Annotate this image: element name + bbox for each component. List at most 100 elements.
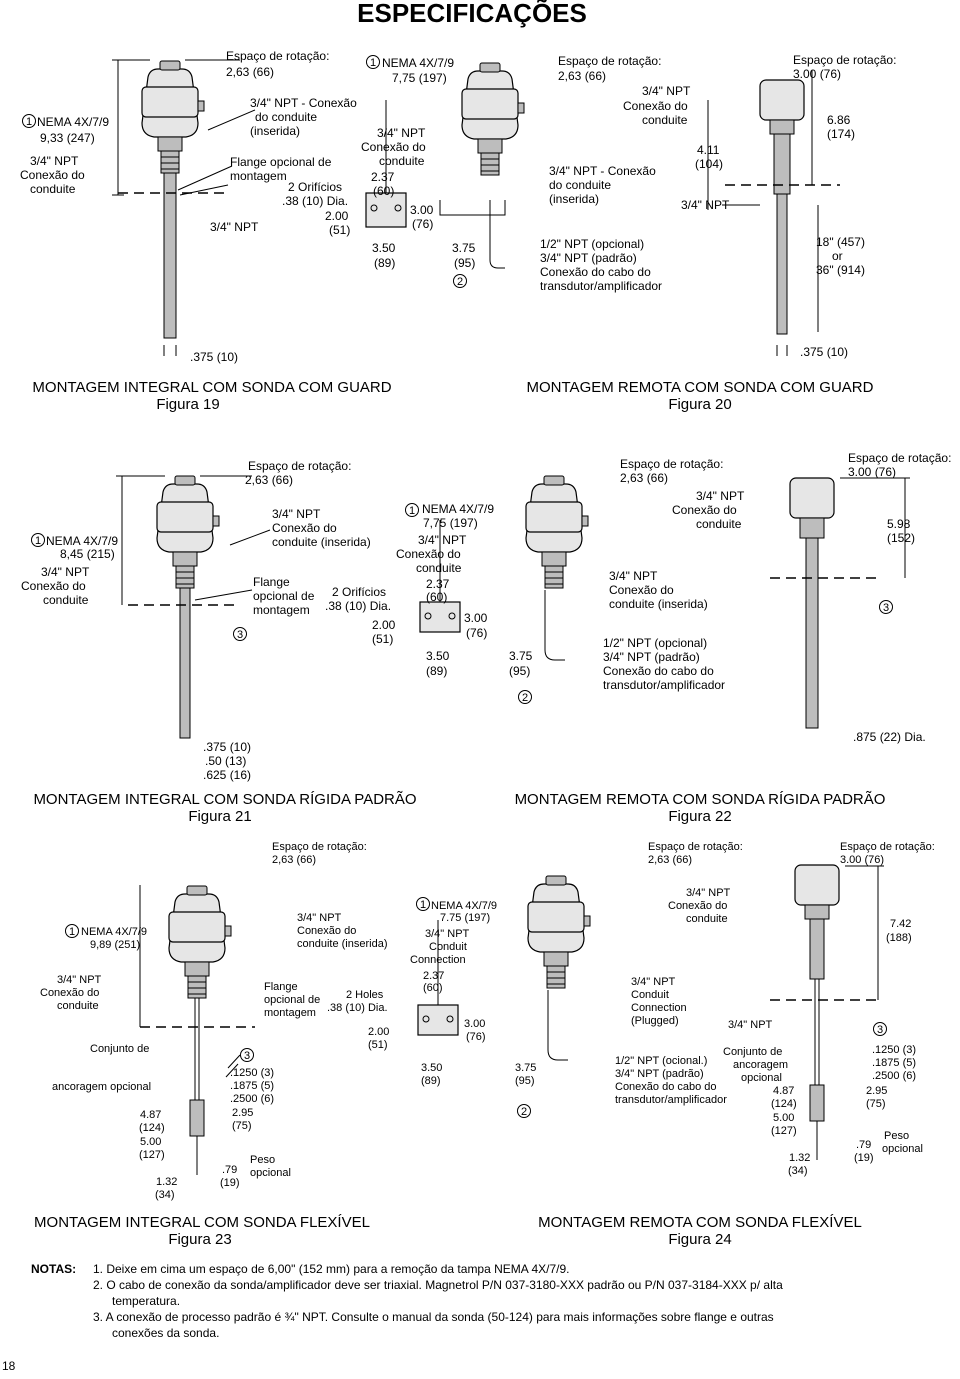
rotation-dim: 2,63 (66) [620, 471, 668, 485]
holes-label: 2 Orifícios [288, 180, 342, 194]
integral-housing-fig21 [156, 475, 220, 589]
dim-76: (76) [466, 1031, 486, 1043]
plugged-conduit-label: Conduit [631, 989, 669, 1001]
rigid-probe [179, 587, 191, 739]
holes-label: .38 (10) Dia. [325, 599, 391, 613]
conduit-label: conduite [686, 913, 728, 925]
dim-76: (76) [466, 626, 487, 640]
dim-237: 2.37 [426, 577, 450, 591]
callout-1: 1 [26, 116, 32, 128]
dim-79: .79 [856, 1139, 871, 1151]
conduit-inserted-label: conduite (inserida) [609, 597, 708, 611]
dim-300: 3.00 [464, 1018, 485, 1030]
cable-label: 3/4" NPT (padrão) [603, 650, 700, 664]
cable-label: Conexão do cabo do [615, 1081, 717, 1093]
dim-200: 2.00 [372, 618, 396, 632]
holes-label: 2 Orifícios [332, 585, 386, 599]
process-npt-label: 3/4" NPT [681, 198, 730, 212]
figure-22-number: Figura 22 [668, 808, 731, 825]
weight-label: Peso [884, 1130, 909, 1142]
integral-housing-fig23 [168, 885, 232, 999]
conduit-label: conduite [642, 113, 688, 127]
dim-2500: .2500 (6) [230, 1093, 274, 1105]
dim-132: 1.32 [156, 1176, 177, 1188]
conduit-label: Conexão do [361, 140, 426, 154]
bracket-3: 1 NEMA 4X/7/9 7.75 (197) 3/4" NPT Condui… [368, 897, 536, 1087]
notes-label: NOTAS: [31, 1262, 76, 1276]
rotation-dim: 2,63 (66) [226, 65, 274, 79]
dim-60: (60) [426, 590, 447, 604]
dim-375: 3.75 [452, 241, 476, 255]
dim-127: (127) [139, 1149, 165, 1161]
rotation-label: Espaço de rotação: [620, 457, 723, 471]
dim-487: 4.87 [773, 1085, 794, 1097]
figure-21: 1 NEMA 4X/7/9 8,45 (215) 3/4" NPT Conexã… [21, 459, 391, 782]
dim-89: (89) [374, 256, 395, 270]
notes: NOTAS: 1. Deixe em cima um espaço de 6,0… [31, 1262, 783, 1340]
flange-label: Flange [264, 981, 298, 993]
dim-75: (75) [866, 1098, 886, 1110]
rotation-label: Espaço de rotação: [840, 841, 935, 853]
conduit-label: Connection [410, 954, 466, 966]
dim-104: (104) [695, 157, 723, 171]
dim-375: 3.75 [509, 649, 533, 663]
holes-label: 2 Holes [346, 989, 384, 1001]
conduit-label: conduite [57, 1000, 99, 1012]
nema-dim: 9,89 (251) [90, 939, 140, 951]
rotation-label: Espaço de rotação: [793, 53, 896, 67]
figure-24-caption: MONTAGEM REMOTA COM SONDA FLEXÍVEL [538, 1214, 862, 1231]
conduit-inserted-label: 3/4" NPT [272, 507, 321, 521]
conduit-inserted-label: conduite (inserida) [297, 938, 388, 950]
anchor-label: Conjunto de [723, 1046, 782, 1058]
figure-22: 2 Espaço de rotação: 2,63 (66) 3/4" NPT … [518, 451, 951, 744]
dim-60: (60) [373, 184, 394, 198]
process-npt-label: 3/4" NPT [210, 220, 259, 234]
rotation-dim: 2,63 (66) [558, 69, 606, 83]
probe-diameter: .375 (10) [190, 350, 238, 364]
dim-124: (124) [771, 1098, 797, 1110]
nema-dim: 8,45 (215) [60, 547, 115, 561]
figure-23-caption: MONTAGEM INTEGRAL COM SONDA FLEXÍVEL [34, 1214, 370, 1231]
callout-3: 3 [237, 629, 243, 641]
rotation-dim: 3.00 (76) [848, 465, 896, 479]
flange-label: montagem [253, 603, 310, 617]
weight-label: opcional [882, 1143, 923, 1155]
rotation-label: Espaço de rotação: [248, 459, 351, 473]
flexible-weight [189, 1099, 205, 1137]
guard-probe [163, 172, 177, 339]
cable-label: 3/4" NPT (padrão) [540, 251, 637, 265]
rotation-label: Espaço de rotação: [648, 841, 743, 853]
rotation-dim: 2,63 (66) [245, 473, 293, 487]
conduit-label: conduite [416, 561, 462, 575]
dim-300: 3.00 [464, 611, 488, 625]
conduit-inserted-label: Conexão do [609, 583, 674, 597]
conduit-label: conduite [30, 182, 76, 196]
dim-200: 2.00 [325, 209, 349, 223]
dim-19: (19) [854, 1152, 874, 1164]
conduit-label: conduite [379, 154, 425, 168]
dim-95: (95) [509, 664, 530, 678]
figure-19-number: Figura 19 [156, 396, 219, 413]
flange-label: opcional de [253, 589, 315, 603]
rotation-dim: 3.00 (76) [840, 854, 884, 866]
dim-237: 2.37 [423, 970, 444, 982]
dim-487: 4.87 [140, 1109, 161, 1121]
callout-1: 1 [370, 57, 376, 69]
conduit-inserted-label: conduite (inserida) [272, 535, 371, 549]
cable-label: Conexão do cabo do [603, 664, 714, 678]
dim-89: (89) [421, 1075, 441, 1087]
figure-20: 2 Espaço de rotação: 2,63 (66) 3/4" NPT … [439, 53, 896, 359]
conduit-inserted-label: 3/4" NPT [297, 912, 342, 924]
conduit-label: 3/4" NPT [425, 928, 470, 940]
dim-124: (124) [139, 1122, 165, 1134]
conduit-inserted-label: (inserida) [250, 124, 300, 138]
dim-350: 3.50 [426, 649, 450, 663]
dim-188: (188) [886, 932, 912, 944]
dim-76: (76) [412, 217, 433, 231]
rotation-label: Espaço de rotação: [558, 54, 661, 68]
probe-diameter: .50 (13) [205, 754, 246, 768]
conduit-label: Conduit [429, 941, 467, 953]
dim-2500: .2500 (6) [872, 1070, 916, 1082]
note-2-cont: temperatura. [112, 1294, 180, 1308]
callout-3: 3 [883, 602, 889, 614]
